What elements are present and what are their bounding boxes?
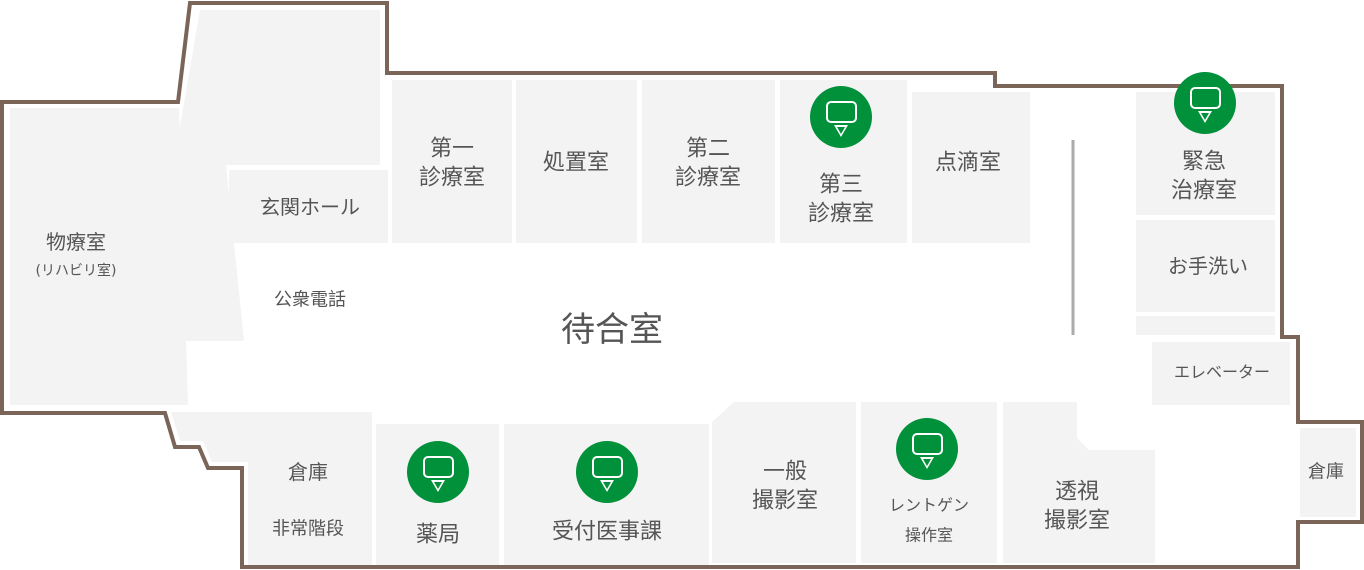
room-entrance[interactable]	[229, 170, 388, 243]
label-exam2: 第二診療室	[674, 136, 742, 190]
room-xray[interactable]	[712, 402, 856, 563]
label-exam1: 第一診療室	[418, 136, 486, 190]
room-fluoro[interactable]	[1003, 402, 1155, 563]
label-physio: 物療室(リハビリ室)	[35, 230, 117, 279]
room-drip[interactable]	[912, 92, 1030, 243]
label-pharmacy: 薬局	[415, 522, 461, 548]
label-xray-control: レントゲン操作室	[888, 495, 970, 545]
label-storage-left: 倉庫	[288, 460, 328, 484]
label-exam3: 第三診療室	[807, 172, 875, 226]
label-entrance: 玄関ホール	[260, 195, 360, 219]
room-physio[interactable]	[10, 108, 188, 405]
label-storage-right: 倉庫	[1308, 461, 1344, 483]
label-treatment: 処置室	[542, 150, 610, 176]
label-phone: 公衆電話	[274, 289, 346, 311]
label-emergency: 緊急治療室	[1170, 149, 1238, 203]
corridor-upper	[143, 10, 380, 341]
room-exam2[interactable]	[642, 80, 775, 243]
display-marker-icon[interactable]	[576, 441, 638, 503]
display-marker-icon[interactable]	[810, 86, 872, 148]
label-waiting: 待合室	[561, 309, 663, 350]
label-xray: 一般撮影室	[751, 459, 819, 513]
label-drip: 点滴室	[934, 150, 1002, 176]
label-elevator: エレベーター	[1173, 362, 1271, 382]
display-marker-icon[interactable]	[896, 418, 958, 480]
display-marker-icon[interactable]	[1174, 72, 1236, 134]
label-reception: 受付医事課	[551, 519, 663, 545]
room-restroom[interactable]	[1136, 220, 1275, 312]
room-storage-left[interactable]	[171, 412, 372, 565]
display-marker-icon[interactable]	[407, 441, 469, 503]
room-exam1[interactable]	[392, 80, 512, 243]
room-elevator[interactable]	[1152, 342, 1290, 405]
label-fluoro: 透視撮影室	[1043, 479, 1111, 533]
label-restroom: お手洗い	[1168, 254, 1248, 278]
label-emergency-stairs: 非常階段	[272, 518, 344, 540]
room-storage-right[interactable]	[1300, 428, 1356, 517]
room-treatment[interactable]	[516, 80, 637, 243]
room-strip	[1136, 316, 1275, 335]
